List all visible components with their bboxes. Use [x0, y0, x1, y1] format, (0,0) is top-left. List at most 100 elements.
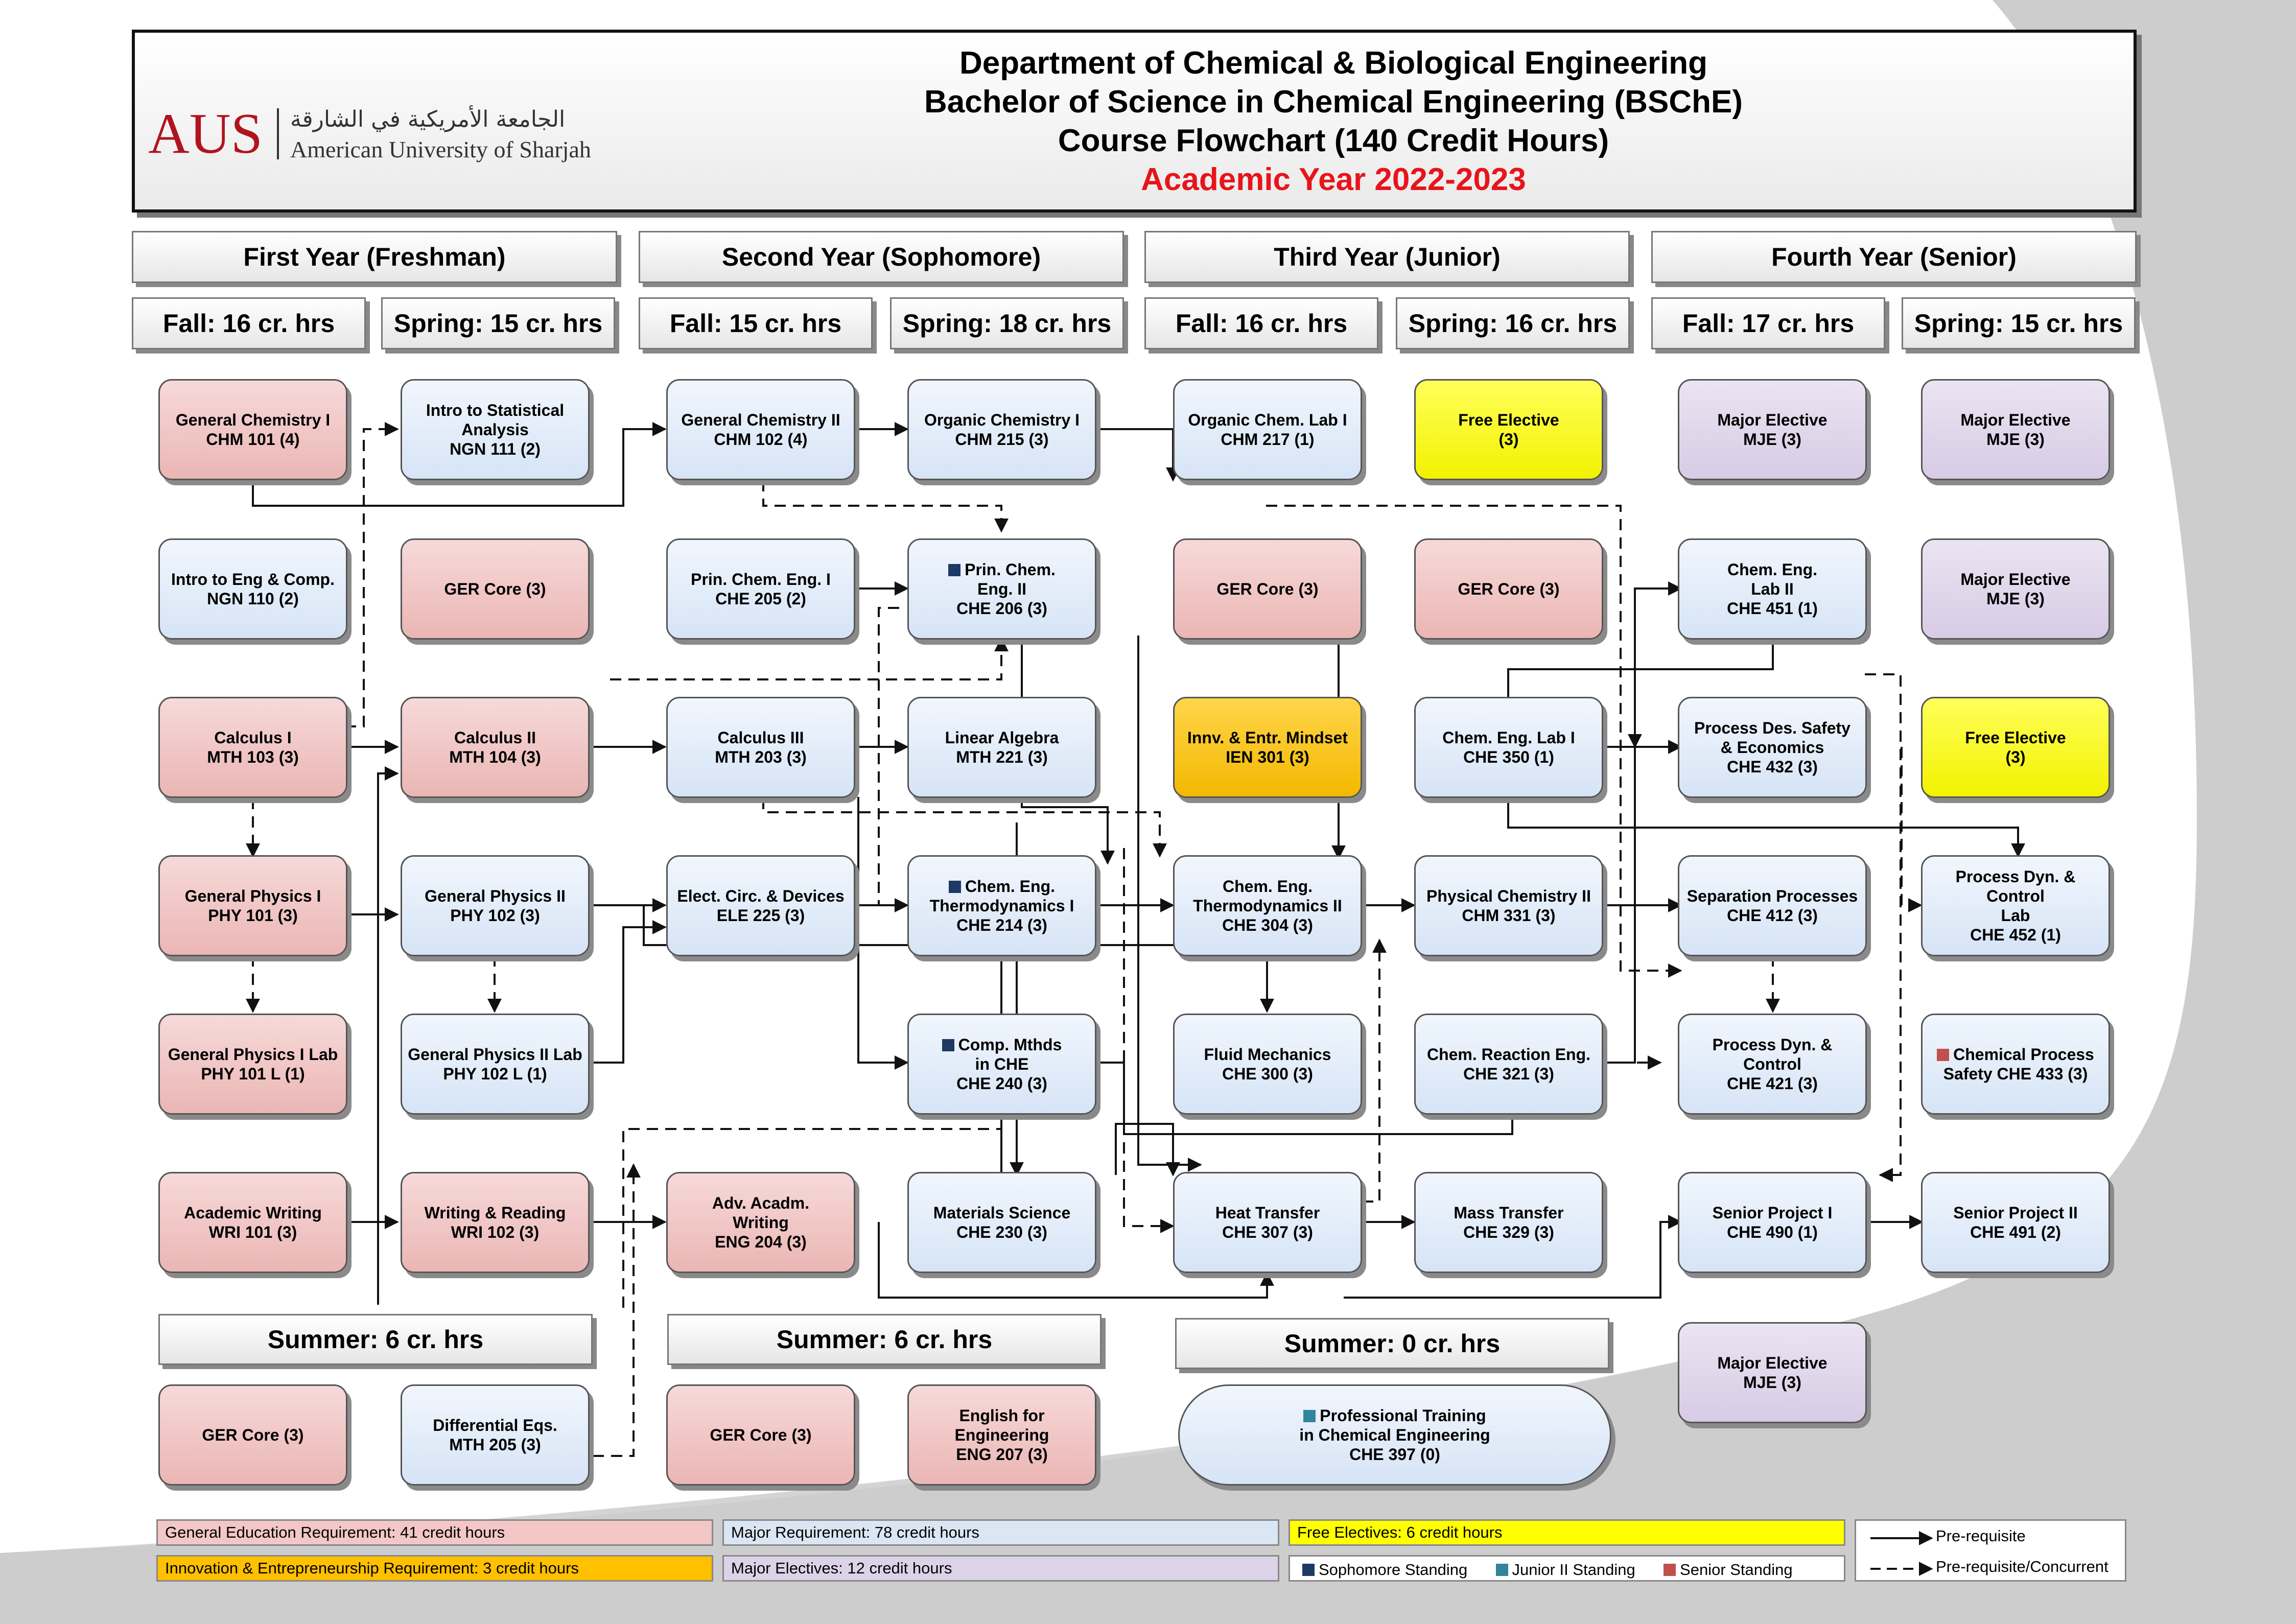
- semester-y1-spring: Spring: 15 cr. hrs: [381, 297, 615, 349]
- junior-standing-icon: [1303, 1410, 1316, 1422]
- senior-standing-icon: [1937, 1049, 1950, 1061]
- senior-standing-icon: [1664, 1564, 1676, 1576]
- logo-text: AUS: [148, 102, 263, 166]
- legend-standing: Sophomore Standing Junior II Standing Se…: [1288, 1555, 1845, 1582]
- title-block: Department of Chemical & Biological Engi…: [595, 44, 2072, 199]
- summer-1-header: Summer: 6 cr. hrs: [158, 1314, 593, 1365]
- legend-standing-items: Sophomore Standing Junior II Standing Se…: [1302, 1561, 1793, 1579]
- year-2-header: Second Year (Sophomore): [639, 231, 1124, 283]
- legend-innovation-entrepreneurship: Innovation & Entrepreneurship Requiremen…: [156, 1555, 713, 1582]
- course-ger-core-2[interactable]: GER Core (3): [1173, 538, 1362, 640]
- sophomore-standing-icon: [1302, 1564, 1315, 1576]
- year-3-header: Third Year (Junior): [1144, 231, 1630, 283]
- course-free-elective-2[interactable]: Free Elective(3): [1921, 697, 2110, 798]
- sophomore-standing-icon: [948, 564, 961, 576]
- academic-year: Academic Year 2022-2023: [1141, 162, 1526, 197]
- legend-major-requirement: Major Requirement: 78 credit hours: [722, 1519, 1279, 1546]
- semester-y4-fall: Fall: 17 cr. hrs: [1651, 297, 1885, 349]
- junior-standing-icon: [1495, 1564, 1508, 1576]
- year-1-header: First Year (Freshman): [132, 231, 617, 283]
- course-free-elective-1[interactable]: Free Elective(3): [1414, 379, 1603, 480]
- semester-y2-fall: Fall: 15 cr. hrs: [639, 297, 873, 349]
- course-ger-core-1[interactable]: GER Core (3): [401, 538, 590, 640]
- logo-divider: [277, 108, 279, 159]
- semester-y3-fall: Fall: 16 cr. hrs: [1144, 297, 1378, 349]
- sophomore-standing-icon: [948, 881, 961, 893]
- degree-title: Bachelor of Science in Chemical Engineer…: [924, 84, 1743, 120]
- year-4-header: Fourth Year (Senior): [1651, 231, 2137, 283]
- semester-y3-spring: Spring: 16 cr. hrs: [1396, 297, 1630, 349]
- course-che321[interactable]: Chem. Reaction Eng.CHE 321 (3): [1414, 1014, 1603, 1115]
- logo-arabic: الجامعة الأمريكية في الشارقة: [290, 106, 566, 132]
- semester-y4-spring: Spring: 15 cr. hrs: [1902, 297, 2136, 349]
- course-ger-core-4[interactable]: GER Core (3): [158, 1384, 347, 1486]
- legend-major-electives: Major Electives: 12 credit hours: [722, 1555, 1279, 1582]
- semester-y1-fall: Fall: 16 cr. hrs: [132, 297, 366, 349]
- course-mth205[interactable]: Differential Eqs.MTH 205 (3): [401, 1384, 590, 1486]
- legend-general-education: General Education Requirement: 41 credit…: [156, 1519, 713, 1546]
- course-ger-core-3[interactable]: GER Core (3): [1414, 538, 1603, 640]
- header-panel: AUS الجامعة الأمريكية في الشارقة America…: [132, 30, 2137, 213]
- summer-3-header: Summer: 0 cr. hrs: [1175, 1318, 1609, 1369]
- sophomore-standing-icon: [942, 1039, 954, 1051]
- legend-arrow-types: Pre-requisite Pre-requisite/Concurrent: [1855, 1519, 2126, 1582]
- legend-prereq-label: Pre-requisite: [1936, 1527, 2026, 1545]
- legend-concurrent-label: Pre-requisite/Concurrent: [1936, 1558, 2108, 1575]
- course-ngn110[interactable]: Intro to Eng & Comp.NGN 110 (2): [158, 538, 347, 640]
- semester-y2-spring: Spring: 18 cr. hrs: [890, 297, 1124, 349]
- legend-free-electives: Free Electives: 6 credit hours: [1288, 1519, 1845, 1546]
- logo-english: American University of Sharjah: [290, 136, 591, 162]
- aus-logo: AUS الجامعة الأمريكية في الشارقة America…: [148, 103, 608, 164]
- flowchart-title: Course Flowchart (140 Credit Hours): [1058, 123, 1609, 158]
- course-ger-core-5[interactable]: GER Core (3): [666, 1384, 855, 1486]
- department-title: Department of Chemical & Biological Engi…: [959, 45, 1708, 81]
- arrow-samples: [1870, 1531, 1933, 1576]
- summer-2-header: Summer: 6 cr. hrs: [667, 1314, 1102, 1365]
